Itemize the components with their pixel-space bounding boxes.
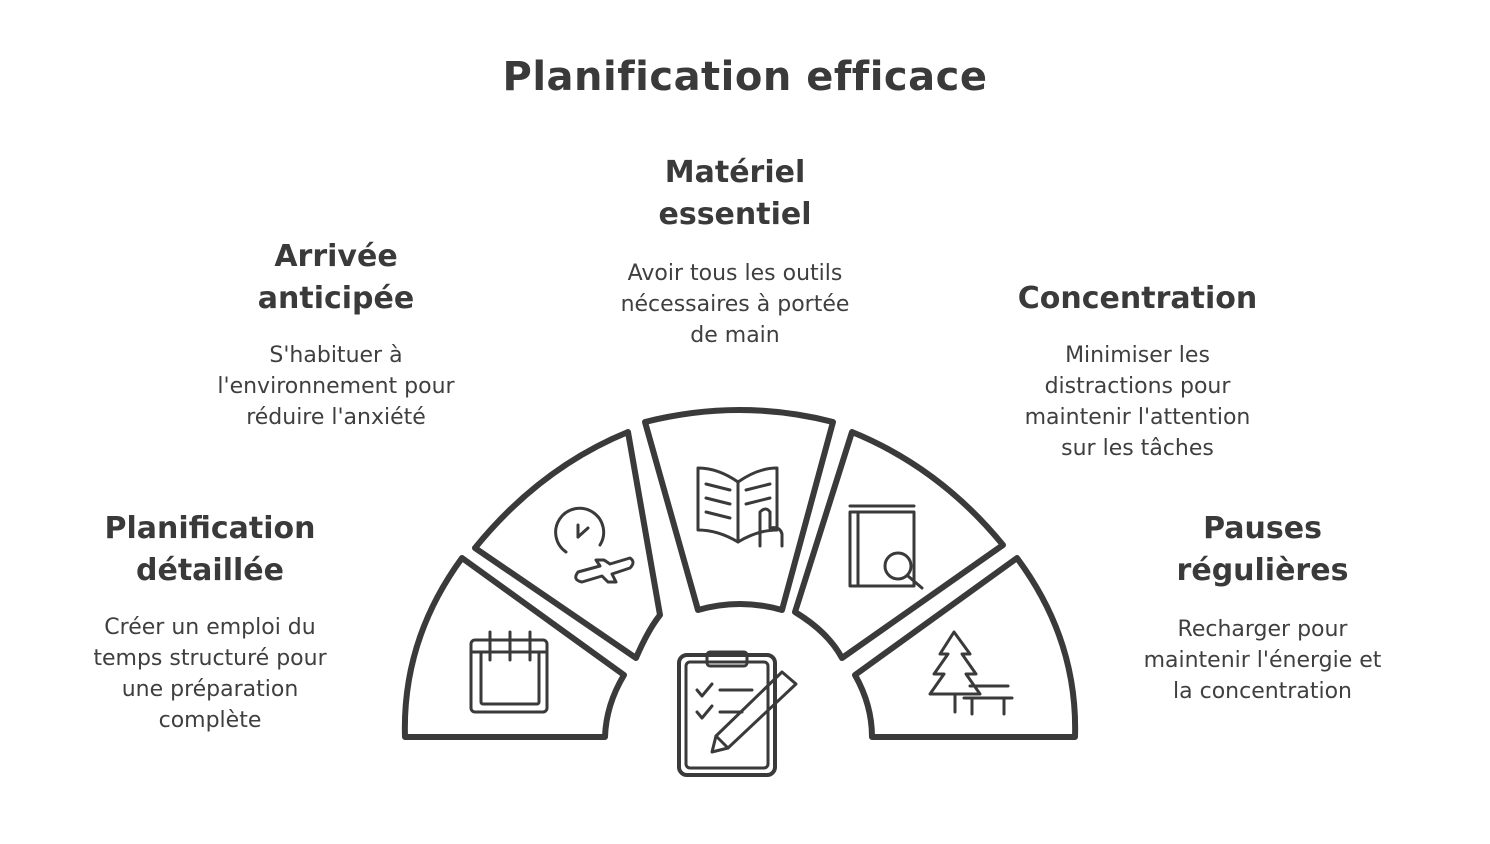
desc-line: S'habituer à	[269, 343, 403, 368]
desc-line: de main	[690, 323, 780, 348]
desc-line: Minimiser les	[1065, 343, 1210, 368]
tree-bench-icon	[928, 630, 1014, 716]
item-planification-detaillee: Planification détaillée Créer un emploi …	[60, 508, 360, 736]
item-heading: Planification détaillée	[60, 508, 360, 592]
desc-line: une préparation	[121, 677, 299, 702]
desc-line: Recharger pour	[1177, 617, 1348, 642]
heading-line: Pauses	[1203, 511, 1322, 546]
desc-line: complète	[158, 708, 262, 733]
heading-line: essentiel	[658, 197, 812, 232]
book-magnifier-icon	[848, 504, 924, 590]
item-concentration: Concentration Minimiser les distractions…	[985, 278, 1290, 464]
segment-concentration	[792, 429, 1006, 661]
desc-line: maintenir l'attention	[1024, 405, 1251, 430]
desc-line: temps structuré pour	[93, 646, 327, 671]
heading-line: régulières	[1176, 553, 1349, 588]
desc-line: réduire l'anxiété	[246, 405, 426, 430]
desc-line: Avoir tous les outils	[627, 261, 843, 286]
item-description: Avoir tous les outils nécessaires à port…	[585, 258, 885, 351]
desc-line: nécessaires à portée	[620, 292, 850, 317]
item-arrivee-anticipee: Arrivée anticipée S'habituer à l'environ…	[186, 236, 486, 433]
item-description: Minimiser les distractions pour mainteni…	[985, 340, 1290, 464]
desc-line: maintenir l'énergie et	[1143, 648, 1382, 673]
item-materiel-essentiel: Matériel essentiel Avoir tous les outils…	[585, 152, 885, 351]
heading-line: Concentration	[1017, 281, 1258, 316]
open-book-icon	[696, 466, 784, 548]
heading-line: anticipée	[257, 281, 415, 316]
desc-line: Créer un emploi du	[104, 615, 316, 640]
item-heading: Matériel essentiel	[585, 152, 885, 236]
item-pauses-regulieres: Pauses régulières Recharger pour mainten…	[1110, 508, 1415, 707]
item-description: S'habituer à l'environnement pour réduir…	[186, 340, 486, 433]
item-description: Recharger pour maintenir l'énergie et la…	[1110, 614, 1415, 707]
heading-line: Matériel	[664, 155, 806, 190]
desc-line: distractions pour	[1044, 374, 1231, 399]
clipboard-checklist-icon	[677, 650, 798, 777]
heading-line: Arrivée	[274, 239, 398, 274]
desc-line: l'environnement pour	[217, 374, 455, 399]
segment-planification	[401, 555, 627, 740]
item-heading: Arrivée anticipée	[186, 236, 486, 320]
clock-airplane-icon	[554, 506, 635, 584]
heading-line: détaillée	[136, 553, 284, 588]
segment-arrivee	[472, 429, 663, 661]
item-heading: Concentration	[985, 278, 1290, 320]
desc-line: la concentration	[1173, 679, 1352, 704]
item-heading: Pauses régulières	[1110, 508, 1415, 592]
heading-line: Planification	[104, 511, 316, 546]
desc-line: sur les tâches	[1061, 436, 1214, 461]
calendar-icon	[469, 630, 549, 714]
diagram-title: Planification efficace	[502, 54, 988, 100]
item-description: Créer un emploi du temps structuré pour …	[60, 612, 360, 736]
